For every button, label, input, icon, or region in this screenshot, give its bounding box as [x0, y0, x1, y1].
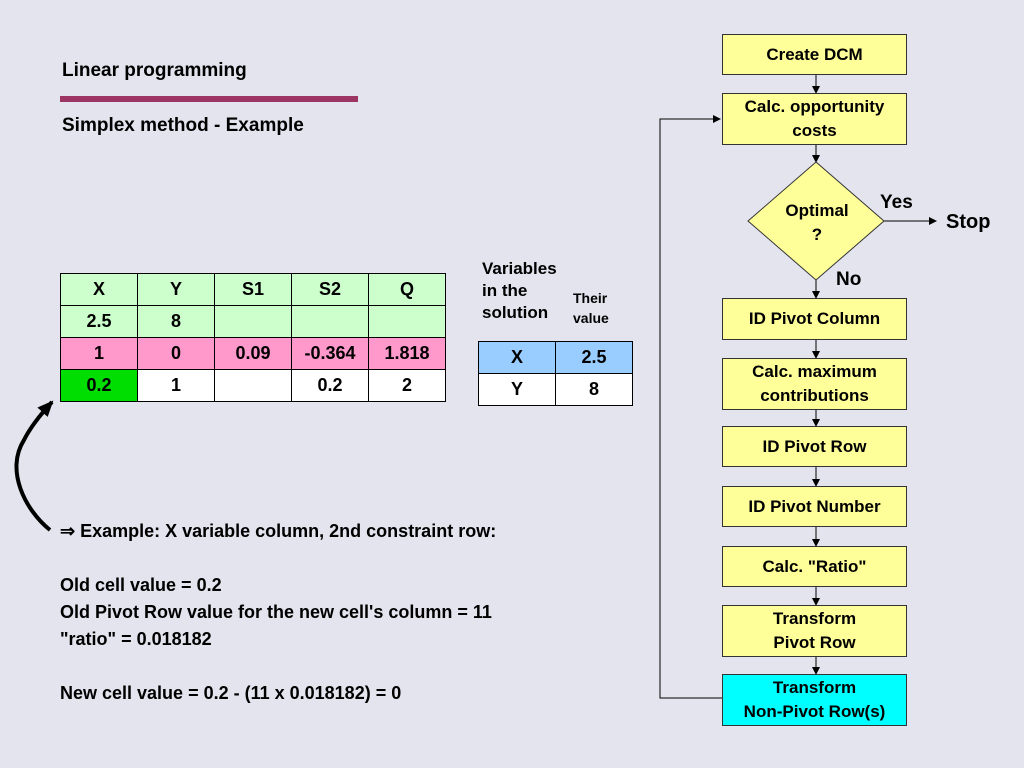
header-x: X — [60, 273, 138, 306]
box-label: Calc. maximum — [752, 362, 877, 381]
calc-ratio-box: Calc. "Ratio" — [722, 546, 907, 587]
table-cell: 0.09 — [214, 337, 292, 370]
slide-title: Linear programming — [62, 60, 247, 81]
table-row: X Y S1 S2 Q — [60, 273, 446, 306]
table-row: Y 8 — [478, 373, 633, 406]
table-cell: 1 — [60, 337, 138, 370]
yes-label: Yes — [880, 192, 913, 213]
curved-pointer-arrow — [14, 400, 54, 532]
transform-pivot-row-box: Transform Pivot Row — [722, 605, 907, 657]
table-cell: 0.2 — [291, 369, 369, 402]
table-cell: 2 — [368, 369, 446, 402]
box-label: Pivot Row — [773, 633, 856, 652]
title-divider — [60, 96, 358, 102]
table-cell — [291, 305, 369, 338]
id-pivot-number-box: ID Pivot Number — [722, 486, 907, 527]
table-cell: 1.818 — [368, 337, 446, 370]
explanation-line: Old cell value = 0.2 — [60, 575, 222, 595]
loop-back-arrow — [659, 115, 722, 699]
explanation-line: "ratio" = 0.018182 — [60, 629, 212, 649]
pivot-row: 1 0 0.09 -0.364 1.818 — [60, 337, 446, 370]
header-q: Q — [368, 273, 446, 306]
solution-variable: X — [478, 341, 556, 374]
table-cell — [214, 369, 292, 402]
table-cell: 2.5 — [60, 305, 138, 338]
box-label: contributions — [760, 386, 869, 405]
box-label: Non-Pivot Row(s) — [743, 702, 886, 721]
solution-value: 8 — [555, 373, 633, 406]
slide-subtitle: Simplex method - Example — [62, 115, 304, 136]
transform-non-pivot-rows-box: Transform Non-Pivot Row(s) — [722, 674, 907, 726]
table-cell: 0 — [137, 337, 215, 370]
simplex-tableau: X Y S1 S2 Q 2.5 8 1 0 0.09 -0.364 1.818 … — [60, 273, 446, 402]
optimal-decision-diamond — [747, 161, 885, 281]
table-cell — [214, 305, 292, 338]
box-label: ID Pivot Row — [762, 436, 867, 456]
table-row: 0.2 1 0.2 2 — [60, 369, 446, 402]
decision-text: Optimal — [785, 201, 849, 220]
box-label: Create DCM — [766, 44, 863, 64]
calc-opportunity-costs-box: Calc. opportunity costs — [722, 93, 907, 145]
table-row: 2.5 8 — [60, 305, 446, 338]
id-pivot-column-box: ID Pivot Column — [722, 298, 907, 340]
no-label: No — [836, 269, 862, 290]
table-cell: 8 — [137, 305, 215, 338]
explanation-line: Old Pivot Row value for the new cell's c… — [60, 602, 492, 622]
box-label: ID Pivot Column — [748, 309, 881, 328]
box-label: ID Pivot Number — [748, 496, 881, 516]
table-row: X 2.5 — [478, 341, 633, 374]
calc-max-contributions-box: Calc. maximum contributions — [722, 358, 907, 410]
table-cell: -0.364 — [291, 337, 369, 370]
optimal-decision-label: Optimal ? — [757, 199, 877, 247]
highlighted-cell: 0.2 — [60, 369, 138, 402]
box-label: Calc. "Ratio" — [762, 556, 867, 576]
stop-label: Stop — [946, 211, 991, 233]
id-pivot-row-box: ID Pivot Row — [722, 426, 907, 467]
solution-variable: Y — [478, 373, 556, 406]
example-explanation: ⇒ Example: X variable column, 2nd constr… — [60, 518, 496, 707]
solution-value: 2.5 — [555, 341, 633, 374]
value-header: Their value — [573, 290, 609, 326]
box-label: Transform — [772, 678, 857, 697]
table-cell — [368, 305, 446, 338]
explanation-line: New cell value = 0.2 - (11 x 0.018182) =… — [60, 683, 402, 703]
header-s2: S2 — [291, 273, 369, 306]
solution-table: X 2.5 Y 8 — [478, 341, 633, 406]
box-label: costs — [792, 121, 837, 140]
box-label: Calc. opportunity — [744, 97, 885, 116]
header-s1: S1 — [214, 273, 292, 306]
variables-header: Variables in the solution — [482, 259, 557, 322]
box-label: Transform — [772, 609, 857, 628]
decision-text: ? — [811, 225, 823, 244]
explanation-line: ⇒ Example: X variable column, 2nd constr… — [60, 521, 497, 541]
create-dcm-box: Create DCM — [722, 34, 907, 75]
